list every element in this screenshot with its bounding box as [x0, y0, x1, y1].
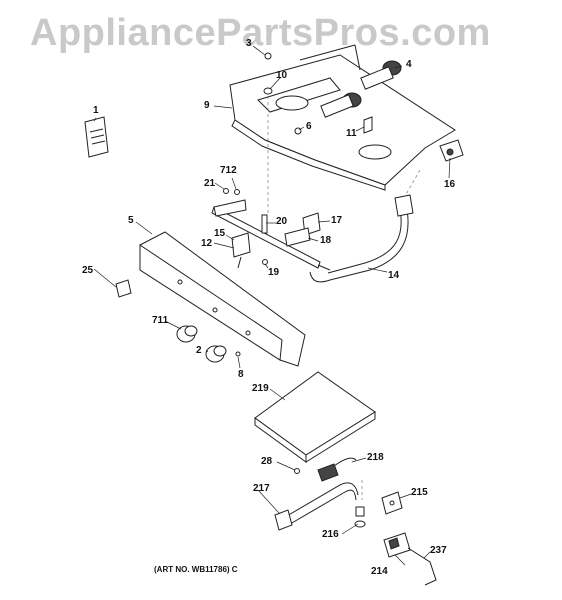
part-219-bottom-panel [254, 371, 376, 463]
part-711-knob [176, 325, 198, 343]
part-5-control-panel [139, 231, 306, 367]
callout-25: 25 [82, 265, 94, 276]
part-1-manual [84, 116, 109, 158]
callout-10: 10 [276, 70, 288, 81]
callout-4: 4 [406, 59, 412, 70]
callout-6: 6 [306, 121, 312, 132]
part-216-fitting [354, 506, 366, 528]
callout-14: 14 [388, 270, 400, 281]
callout-219: 219 [252, 383, 269, 394]
callout-2: 2 [196, 345, 202, 356]
callout-19: 19 [268, 267, 280, 278]
part-218-spark-module [317, 457, 357, 482]
part-11-bracket [363, 116, 373, 134]
part-15-valve [231, 232, 251, 269]
callout-218: 218 [367, 452, 384, 463]
part-18-clip [284, 227, 311, 247]
callout-1: 1 [93, 105, 99, 116]
callout-217: 217 [253, 483, 270, 494]
part-25-clip [115, 279, 132, 298]
part-20-manifold [211, 199, 331, 271]
callout-216: 216 [322, 529, 339, 540]
part-215-bracket [381, 491, 403, 515]
watermark: AppliancePartsPros.com [30, 12, 491, 54]
callout-17: 17 [331, 215, 343, 226]
callout-21: 21 [204, 178, 216, 189]
callout-711: 711 [152, 315, 169, 326]
part-6-screw [294, 127, 302, 135]
art-number: (ART NO. WB11786) C [154, 565, 238, 574]
callout-9: 9 [204, 100, 210, 111]
part-28-grommet [294, 468, 300, 474]
callout-5: 5 [128, 215, 134, 226]
leader-lines [93, 45, 451, 566]
part-217-tube [274, 482, 359, 531]
callout-15: 15 [214, 228, 226, 239]
callout-712: 712 [220, 165, 237, 176]
part-19-screw [262, 259, 268, 265]
callout-8: 8 [238, 369, 244, 380]
part-237-wire [407, 547, 437, 586]
part-3-screw [264, 52, 272, 60]
part-2-knob [205, 345, 227, 363]
callout-11: 11 [346, 128, 357, 139]
part-9-burner-box [229, 44, 456, 191]
callout-20: 20 [276, 216, 288, 227]
part-16-switch [439, 139, 464, 162]
part-8-clip [235, 351, 241, 357]
part-712-screw [234, 189, 240, 195]
part-10-grommet [263, 87, 273, 95]
callout-237: 237 [430, 545, 447, 556]
part-4-burner-valve [320, 60, 402, 118]
callout-215: 215 [411, 487, 428, 498]
callout-214: 214 [371, 566, 388, 577]
callout-28: 28 [261, 456, 273, 467]
part-214-valve [383, 532, 411, 558]
callout-16: 16 [444, 179, 456, 190]
part-14-burner-tube [309, 194, 414, 283]
callout-12: 12 [201, 238, 213, 249]
part-21-screw [223, 188, 229, 194]
callout-18: 18 [320, 235, 332, 246]
callout-3: 3 [246, 38, 252, 49]
